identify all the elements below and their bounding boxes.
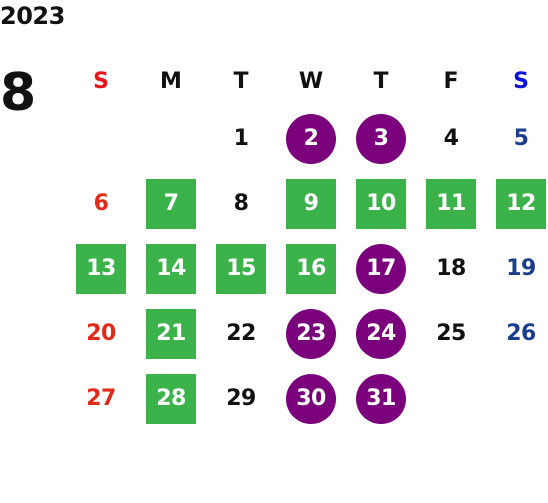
day-number: 8 [233, 191, 249, 216]
day-cell: 12 [486, 171, 548, 236]
day-number: 22 [226, 321, 256, 346]
day-cell: 24 [346, 301, 416, 366]
weekday-header-wednesday: W [298, 68, 324, 94]
day-cell: 2 [276, 106, 346, 171]
day-cell: 19 [486, 236, 548, 301]
day-cell: 13 [66, 236, 136, 301]
blank-cell [66, 106, 136, 171]
weekday-header-sunday: S [93, 68, 109, 94]
day-cell: 8 [206, 171, 276, 236]
day-number: 13 [76, 243, 126, 294]
calendar-year: 2023 [0, 2, 65, 30]
day-number: 11 [426, 178, 476, 229]
day-number: 6 [93, 191, 109, 216]
weekday-header-friday: F [443, 68, 459, 94]
day-cell: 25 [416, 301, 486, 366]
day-number: 16 [286, 243, 336, 294]
day-cell: 11 [416, 171, 486, 236]
calendar-month: 8 [0, 63, 37, 123]
day-cell: 20 [66, 301, 136, 366]
weekday-header-saturday: S [513, 68, 529, 94]
day-cell: 26 [486, 301, 548, 366]
day-number: 24 [356, 308, 406, 359]
day-cell: 28 [136, 366, 206, 431]
day-cell: 29 [206, 366, 276, 431]
day-number: 12 [496, 178, 546, 229]
day-number: 26 [506, 321, 536, 346]
day-cell: 15 [206, 236, 276, 301]
day-number: 17 [356, 243, 406, 294]
day-cell: 31 [346, 366, 416, 431]
day-cell: 5 [486, 106, 548, 171]
weekday-header-tuesday: T [233, 68, 249, 94]
day-number: 25 [436, 321, 466, 346]
day-number: 4 [443, 126, 459, 151]
day-number: 1 [233, 126, 249, 151]
day-number: 15 [216, 243, 266, 294]
day-number: 19 [506, 256, 536, 281]
day-number: 9 [286, 178, 336, 229]
day-number: 30 [286, 373, 336, 424]
day-cell: 21 [136, 301, 206, 366]
day-number: 21 [146, 308, 196, 359]
weekday-header-monday: M [160, 68, 182, 94]
day-number: 28 [146, 373, 196, 424]
day-cell: 10 [346, 171, 416, 236]
day-cell: 7 [136, 171, 206, 236]
day-number: 23 [286, 308, 336, 359]
day-number: 7 [146, 178, 196, 229]
blank-cell [136, 106, 206, 171]
day-number: 5 [513, 126, 529, 151]
day-cell: 17 [346, 236, 416, 301]
day-number: 20 [86, 321, 116, 346]
day-number: 3 [356, 113, 406, 164]
day-number: 18 [436, 256, 466, 281]
day-cell: 9 [276, 171, 346, 236]
day-cell: 30 [276, 366, 346, 431]
day-number: 2 [286, 113, 336, 164]
day-number: 29 [226, 386, 256, 411]
day-cell: 27 [66, 366, 136, 431]
day-number: 14 [146, 243, 196, 294]
day-cell: 22 [206, 301, 276, 366]
weekday-header-thursday: T [373, 68, 389, 94]
day-cell: 1 [206, 106, 276, 171]
day-cell: 14 [136, 236, 206, 301]
day-cell: 18 [416, 236, 486, 301]
day-cell: 23 [276, 301, 346, 366]
day-cell: 16 [276, 236, 346, 301]
day-number: 31 [356, 373, 406, 424]
day-cell: 4 [416, 106, 486, 171]
day-cell: 3 [346, 106, 416, 171]
day-cell: 6 [66, 171, 136, 236]
day-number: 27 [86, 386, 116, 411]
day-number: 10 [356, 178, 406, 229]
